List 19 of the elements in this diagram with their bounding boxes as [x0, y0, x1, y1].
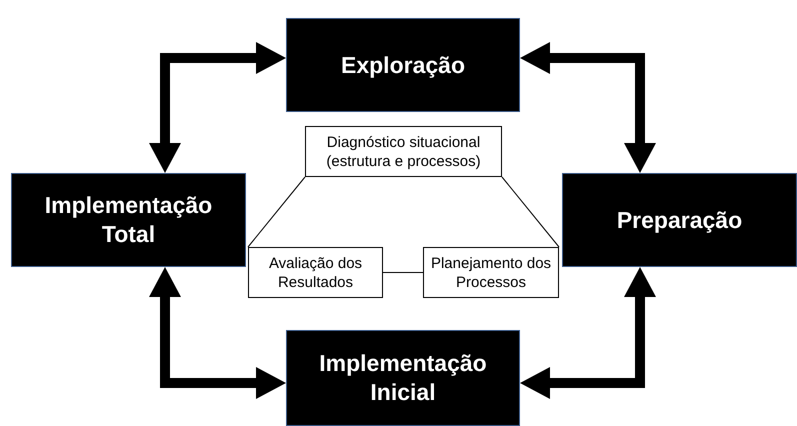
process-box: [423, 247, 559, 298]
double-arrow: [520, 42, 656, 173]
box-label: Exploração: [341, 50, 465, 80]
process-box: [248, 247, 383, 298]
double-arrow: [520, 267, 656, 399]
box-label: Avaliação dos Resultados: [268, 254, 364, 292]
box-label: Implementação Total: [44, 191, 214, 249]
box-label: Planejamento dos Processos: [430, 254, 552, 292]
process-box: [305, 126, 502, 177]
double-arrow: [149, 42, 286, 173]
stage-box: [11, 173, 246, 267]
box-label: Implementação Inicial: [318, 349, 488, 407]
stage-box: [286, 18, 520, 112]
double-arrow: [149, 267, 286, 399]
box-label: Preparação: [616, 206, 742, 234]
stage-box: [286, 330, 520, 426]
stage-box: [562, 173, 797, 267]
box-label: Diagnóstico situacional (estrutura e processos): [325, 132, 482, 170]
connector-line: [382, 272, 424, 273]
